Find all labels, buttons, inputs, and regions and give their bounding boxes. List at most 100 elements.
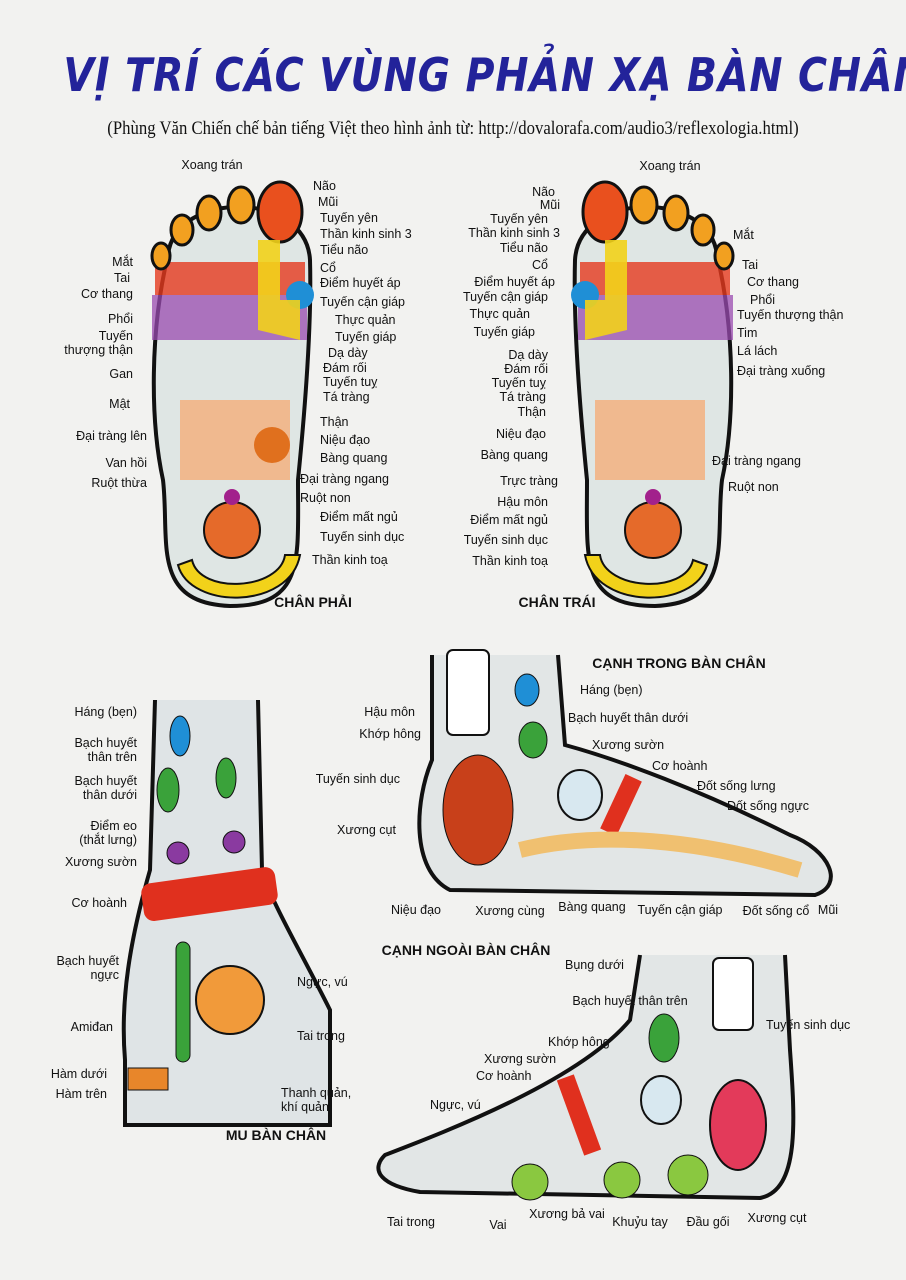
outer-side-label: Xương cụt bbox=[747, 1211, 807, 1225]
right-foot-toe-3 bbox=[195, 194, 223, 232]
right-foot-label: Phổi bbox=[107, 312, 133, 326]
right-foot-toe-5 bbox=[150, 241, 172, 271]
left-foot-toe-5 bbox=[713, 241, 735, 271]
right-foot-label: Tuyến cận giáp bbox=[320, 295, 406, 309]
inner-side-anus-box bbox=[446, 649, 490, 736]
right-foot-label: Mũi bbox=[318, 195, 339, 209]
right-foot-label: Van hồi bbox=[105, 456, 147, 470]
instep-label: Cơ hoành bbox=[71, 896, 127, 910]
inner-side-label: Háng (bẹn) bbox=[580, 683, 643, 697]
right-foot-label: Cổ bbox=[320, 261, 336, 275]
right-foot-label: Ruột thừa bbox=[91, 476, 147, 490]
right-foot-label: Não bbox=[313, 179, 336, 193]
outer-side-lower-abdomen-box bbox=[712, 957, 754, 1031]
left-foot-label: Điểm mất ngủ bbox=[470, 513, 548, 527]
right-foot-label: Tuyến sinh dục bbox=[320, 530, 405, 544]
instep-waist-right bbox=[222, 830, 246, 854]
right-foot-label: Xoang trán bbox=[181, 158, 243, 172]
left-foot-label: Thần kinh sinh 3 bbox=[468, 226, 560, 240]
right-foot-label: Tiểu não bbox=[320, 243, 369, 257]
left-foot-label: Ruột non bbox=[728, 480, 779, 494]
outer-side-label: Khớp hông bbox=[548, 1035, 610, 1049]
inner-side-lymph bbox=[518, 721, 548, 759]
right-foot-label: Gan bbox=[109, 367, 133, 381]
inner-side-sexgland bbox=[442, 754, 514, 866]
inner-side-label: Cơ hoành bbox=[652, 759, 708, 773]
outer-side-diaphragm bbox=[556, 1074, 602, 1156]
right-foot-label: Thực quản bbox=[335, 313, 396, 327]
right-foot-shoulder-band bbox=[155, 262, 305, 295]
left-foot-label: Dạ dày bbox=[508, 348, 548, 362]
outer-side-knee bbox=[667, 1154, 709, 1196]
left-foot-label: Mắt bbox=[733, 228, 754, 242]
left-foot-label: Tuyến giáp bbox=[473, 325, 535, 339]
right-foot-label: Cơ thang bbox=[81, 287, 133, 301]
inner-side-label: Bạch huyết thân dưới bbox=[568, 711, 689, 725]
right-foot-sole bbox=[150, 180, 314, 609]
right-foot-label: Bàng quang bbox=[320, 451, 388, 465]
right-foot-label: Tai bbox=[114, 271, 130, 285]
right-foot-label: Điểm huyết áp bbox=[320, 276, 401, 290]
outer-side-elbow bbox=[603, 1161, 641, 1199]
instep-label: Điểm eo (thắt lưng) bbox=[79, 819, 137, 847]
inner-side-label: Tuyến cận giáp bbox=[637, 903, 723, 917]
outer-side-lymph bbox=[648, 1013, 680, 1063]
left-foot-label: Đám rối bbox=[504, 362, 548, 376]
left-foot-label: Thần kinh toạ bbox=[472, 554, 548, 568]
right-foot-bladder bbox=[254, 427, 290, 463]
right-foot-label: Thần kinh toạ bbox=[312, 553, 388, 567]
right-foot-heel-yellow bbox=[176, 554, 302, 599]
instep-waist-left bbox=[166, 841, 190, 865]
left-foot-label: Đại tràng ngang bbox=[712, 454, 801, 468]
left-foot-shoulder-band bbox=[580, 262, 730, 295]
left-foot-label: Trực tràng bbox=[500, 474, 558, 488]
inner-side-label: Mũi bbox=[817, 903, 839, 917]
inner-side-label: Hậu môn bbox=[364, 705, 415, 719]
left-foot-toe-2 bbox=[629, 185, 659, 225]
inner-side-label: Bàng quang bbox=[558, 900, 626, 914]
inner-side-groin bbox=[514, 673, 540, 707]
instep-foot bbox=[121, 699, 332, 1127]
left-foot-label: Cơ thang bbox=[747, 275, 799, 289]
left-foot-label: Tiểu não bbox=[499, 241, 548, 255]
left-foot-label: Lá lách bbox=[737, 344, 778, 358]
left-foot-heel-yellow bbox=[583, 554, 709, 599]
instep-lymph-upper bbox=[215, 757, 237, 799]
left-foot-label: Điểm huyết áp bbox=[474, 275, 555, 289]
right-foot-toe-2 bbox=[226, 185, 256, 225]
instep-caption: MU BÀN CHÂN bbox=[225, 1127, 327, 1143]
left-foot-insomnia-point bbox=[645, 489, 661, 505]
left-foot-sole bbox=[571, 180, 735, 609]
left-foot-label: Thực quản bbox=[469, 307, 531, 321]
right-foot-label: Mật bbox=[109, 397, 130, 411]
inner-side-foot bbox=[417, 649, 833, 898]
right-foot-label: Đại tràng ngang bbox=[300, 472, 389, 486]
instep-diaphragm bbox=[141, 867, 278, 921]
outer-side-label: Bụng dưới bbox=[565, 958, 624, 972]
left-foot-label: Tim bbox=[737, 326, 758, 340]
left-foot-sexgland bbox=[624, 501, 682, 559]
right-foot-label: Tá tràng bbox=[323, 390, 370, 404]
inner-side-label: Tuyến sinh dục bbox=[315, 772, 400, 786]
right-foot-label: Dạ dày bbox=[328, 346, 368, 360]
left-foot-label: Tá tràng bbox=[499, 390, 546, 404]
outer-side-shoulder bbox=[511, 1163, 549, 1201]
instep-jaw bbox=[127, 1067, 169, 1091]
left-foot-big-toe bbox=[581, 180, 629, 244]
left-foot-label: Tai bbox=[742, 258, 758, 272]
instep-label: Ngực, vú bbox=[297, 975, 348, 989]
left-foot-label: Tuyến tuỵ bbox=[491, 376, 546, 390]
instep-label: Háng (bẹn) bbox=[74, 705, 137, 719]
outer-side-label: Tuyến sinh dục bbox=[766, 1018, 851, 1032]
left-foot-label: Tuyến yên bbox=[490, 212, 548, 226]
left-foot-label: Mũi bbox=[539, 198, 560, 212]
right-foot-big-toe bbox=[256, 180, 304, 244]
outer-side-foot bbox=[376, 954, 796, 1201]
page-title: VỊ TRÍ CÁC VÙNG PHẢN XẠ BÀN CHÂN bbox=[63, 48, 906, 102]
inner-side-label: Xương cùng bbox=[475, 904, 545, 918]
outer-side-outline bbox=[376, 954, 796, 1201]
left-foot-label: Thận bbox=[517, 405, 547, 419]
right-foot-caption: CHÂN PHẢI bbox=[274, 594, 352, 610]
inner-side-label: Xương sườn bbox=[592, 738, 665, 752]
